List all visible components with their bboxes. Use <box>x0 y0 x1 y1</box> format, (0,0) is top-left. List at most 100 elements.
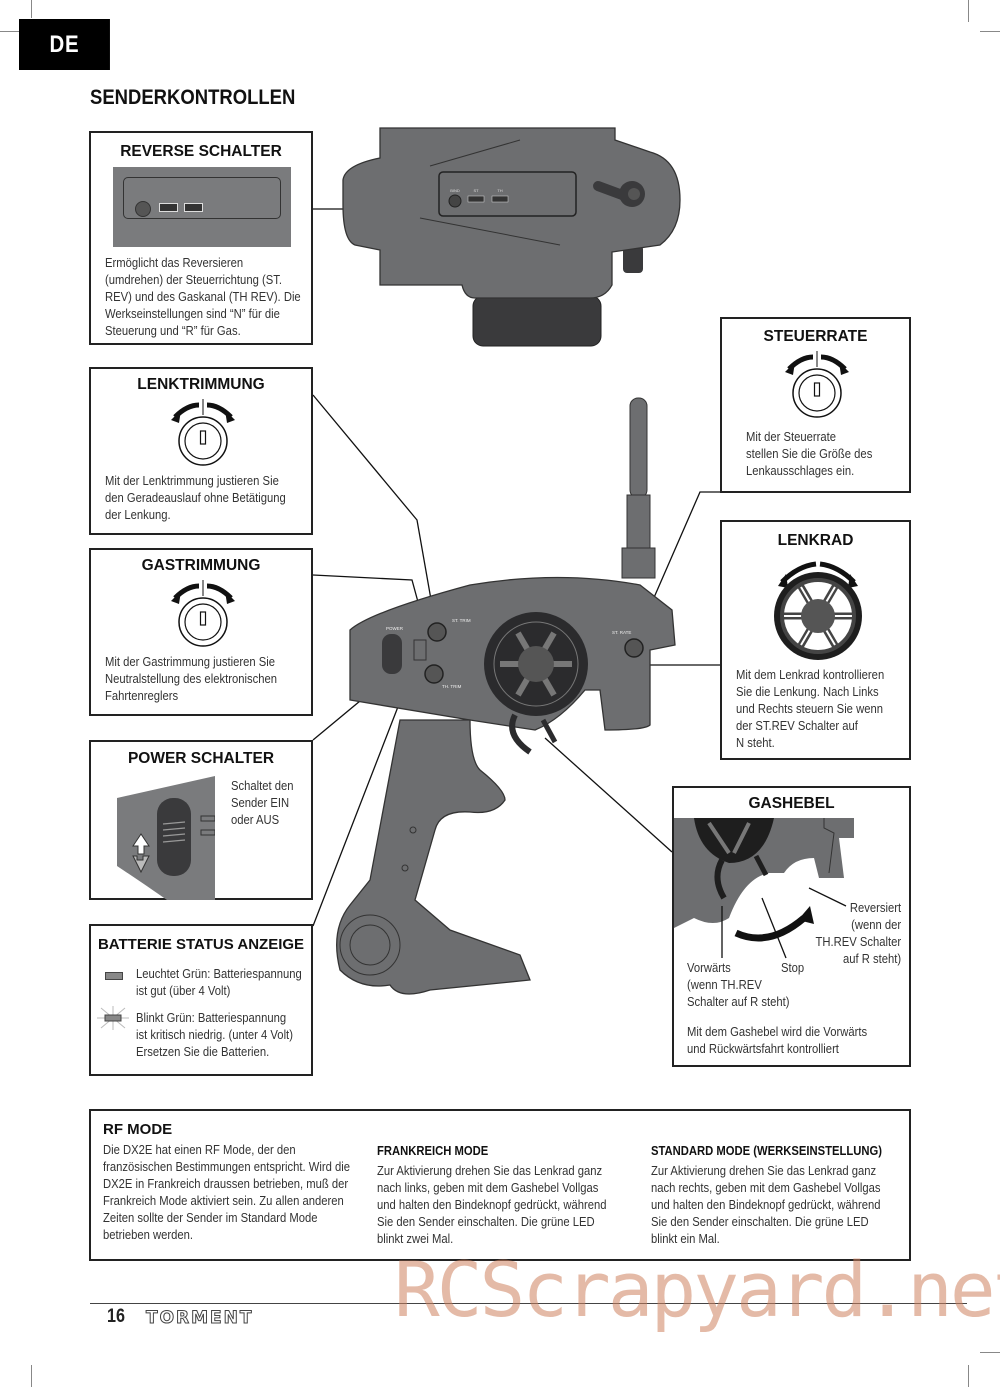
crop-mark <box>31 0 32 18</box>
st-switch-icon <box>159 203 178 212</box>
power-label: POWER <box>386 626 404 631</box>
reverse-label-line: (wenn der <box>850 918 901 932</box>
crop-mark <box>31 1365 32 1387</box>
callout-text-line: Mit der Gastrimmung justieren Sie <box>105 655 276 669</box>
callout-steering-trim: LENKTRIMMUNG Mit der Lenktrimmung justie… <box>89 367 313 535</box>
st-label: ST <box>473 188 479 193</box>
rf-intro-line: DX2E in Frankreich draussen betrieben, m… <box>103 1177 349 1191</box>
callout-text-line: Mit dem Gashebel wird die Vorwärts <box>687 1025 868 1039</box>
page-number: 16 <box>107 1306 125 1327</box>
callout-power-switch: POWER SCHALTER Schaltet den Sender EIN o… <box>89 740 313 900</box>
callout-text-line: Neutralstellung des elektronischen <box>105 672 277 686</box>
th-switch-icon <box>184 203 203 212</box>
transmitter-top-view: BIND ST TH <box>342 127 681 347</box>
france-mode-title: FRANKREICH MODE <box>377 1144 489 1158</box>
battery-item-line: Ersetzen Sie die Batterien. <box>136 1045 270 1059</box>
page-title: SENDERKONTROLLEN <box>90 86 296 109</box>
standard-mode-line: nach rechts, geben mit dem Gashebel Voll… <box>651 1181 881 1195</box>
bind-label: BIND <box>450 188 460 193</box>
callout-title: GASTRIMMUNG <box>141 557 261 574</box>
france-mode-line: Zur Aktivierung drehen Sie das Lenkrad g… <box>377 1164 603 1178</box>
crop-mark <box>968 0 969 22</box>
callout-steering-wheel: LENKRAD Mit dem Lenkrad kontrollieren Si… <box>720 520 911 760</box>
callout-title: REVERSE SCHALTER <box>120 143 282 160</box>
down-arrow-icon <box>132 855 150 874</box>
language-tab: DE <box>19 19 110 70</box>
callout-text-line: stellen Sie die Größe des <box>746 447 873 461</box>
forward-label-line: Vorwärts <box>687 961 731 975</box>
callout-title: STEUERRATE <box>763 328 868 345</box>
up-arrow-icon <box>132 833 150 855</box>
th-label: TH <box>497 188 502 193</box>
callout-reverse-switch: REVERSE SCHALTER Ermöglicht das Reversie… <box>89 131 313 345</box>
throttle-trigger-illustration <box>674 818 854 959</box>
callout-text-line: den Geradeauslauf ohne Betätigung <box>105 491 286 505</box>
watermark: RCScrapyard.net <box>394 1245 1000 1334</box>
callout-text-line: Fahrtenreglers <box>105 689 179 703</box>
rf-intro-line: französischen Bestimmungen entspricht. W… <box>103 1160 350 1174</box>
rf-intro-line: Frankreich Mode aktiviert sein. Zu allen… <box>103 1194 344 1208</box>
rf-mode-title: RF MODE <box>103 1121 173 1138</box>
led-blinking-icon <box>97 1006 129 1030</box>
callout-text-line: oder AUS <box>231 813 280 827</box>
crop-mark <box>980 31 1000 32</box>
standard-mode-line: Zur Aktivierung drehen Sie das Lenkrad g… <box>651 1164 877 1178</box>
callout-title: GASHEBEL <box>748 795 835 812</box>
stop-label: Stop <box>781 961 805 975</box>
standard-mode-line: Sie den Sender einschalten. Die grüne LE… <box>651 1215 869 1229</box>
reverse-label-line: TH.REV Schalter <box>815 935 901 949</box>
rate-knob-icon <box>785 351 849 418</box>
rf-intro-line: betrieben werden. <box>103 1228 194 1242</box>
crop-mark <box>980 1352 1000 1353</box>
footer-rule <box>90 1303 967 1304</box>
callout-title: LENKTRIMMUNG <box>137 376 265 393</box>
led-solid-icon <box>105 972 123 980</box>
france-mode-line: nach links, geben mit dem Gashebel Vollg… <box>377 1181 599 1195</box>
callout-title: POWER SCHALTER <box>127 750 275 767</box>
power-switch-illustration <box>117 776 215 900</box>
forward-label-line: (wenn TH.REV <box>687 978 762 992</box>
steering-wheel-icon <box>774 561 862 660</box>
st-rate-label: ST. RATE <box>612 630 631 635</box>
callout-text-line: und Rückwärtsfahrt kontrolliert <box>687 1042 839 1056</box>
callout-throttle-trigger: GASHEBEL Reversiert (wenn der TH.REV Sch… <box>672 786 911 1067</box>
france-mode-line: blinkt zwei Mal. <box>377 1232 454 1246</box>
france-mode-line: Sie den Sender einschalten. Die grüne LE… <box>377 1215 595 1229</box>
callout-text-line: Sie die Lenkung. Nach Links <box>736 685 879 699</box>
brand-logo: TORMENT <box>146 1308 254 1329</box>
crop-mark <box>968 1365 969 1387</box>
callout-title: BATTERIE STATUS ANZEIGE <box>97 936 305 953</box>
transmitter-illustration: BIND ST TH POWER ST. TRIM TH. TRIM ST. R… <box>312 127 720 995</box>
callout-text-line: Sender EIN <box>231 796 290 810</box>
callout-text-line: der ST.REV Schalter auf <box>736 719 858 733</box>
rf-intro-line: Die DX2E hat einen RF Mode, der den <box>103 1143 296 1157</box>
battery-item-line: Blinkt Grün: Batteriespannung <box>136 1011 287 1025</box>
callout-text-line: Mit dem Lenkrad kontrollieren <box>736 668 885 682</box>
st-trim-label: ST. TRIM <box>452 618 471 623</box>
callout-title: LENKRAD <box>777 532 854 549</box>
callout-text-line: und Rechts steuern Sie wenn <box>736 702 883 716</box>
callout-text-line: Steuerung und “R” für Gas. <box>105 324 241 338</box>
callout-text-line: Ermöglicht das Reversieren <box>105 256 244 270</box>
rf-mode-section: RF MODE Die DX2E hat einen RF Mode, der … <box>89 1109 911 1261</box>
battery-item-line: Leuchtet Grün: Batteriespannung <box>136 967 302 981</box>
callout-text-line: Werkseinstellungen sind “N” für die <box>105 307 280 321</box>
callout-text-line: Mit der Lenktrimmung justieren Sie <box>105 474 279 488</box>
reverse-label-line: Reversiert <box>849 901 901 915</box>
transmitter-side-view: POWER ST. TRIM TH. TRIM ST. RATE <box>336 397 676 995</box>
callout-text-line: Mit der Steuerrate <box>746 430 837 444</box>
callout-steering-rate: STEUERRATE Mit der Steuerrate stellen Si… <box>720 317 911 493</box>
forward-label-line: Schalter auf R steht) <box>687 995 790 1009</box>
language-tab-label: DE <box>49 30 80 58</box>
callout-text-line: Schaltet den <box>231 779 294 793</box>
bind-button-icon <box>135 201 151 217</box>
leader-throttle-trigger <box>544 737 673 853</box>
reverse-switch-illustration <box>113 167 291 247</box>
callout-battery-status: BATTERIE STATUS ANZEIGE Leuchtet Grün: B… <box>89 924 313 1076</box>
trim-knob-icon <box>171 399 235 466</box>
callout-text-line: N steht. <box>736 736 775 750</box>
france-mode-line: und halten den Bindeknopf gedrückt, währ… <box>377 1198 607 1212</box>
reverse-label-line: auf R steht) <box>842 952 901 966</box>
callout-text-line: REV) und des Gaskanal (TH REV). Die <box>105 290 301 304</box>
rf-intro-line: Zeiten sollte der Sender im Standard Mod… <box>103 1211 318 1225</box>
